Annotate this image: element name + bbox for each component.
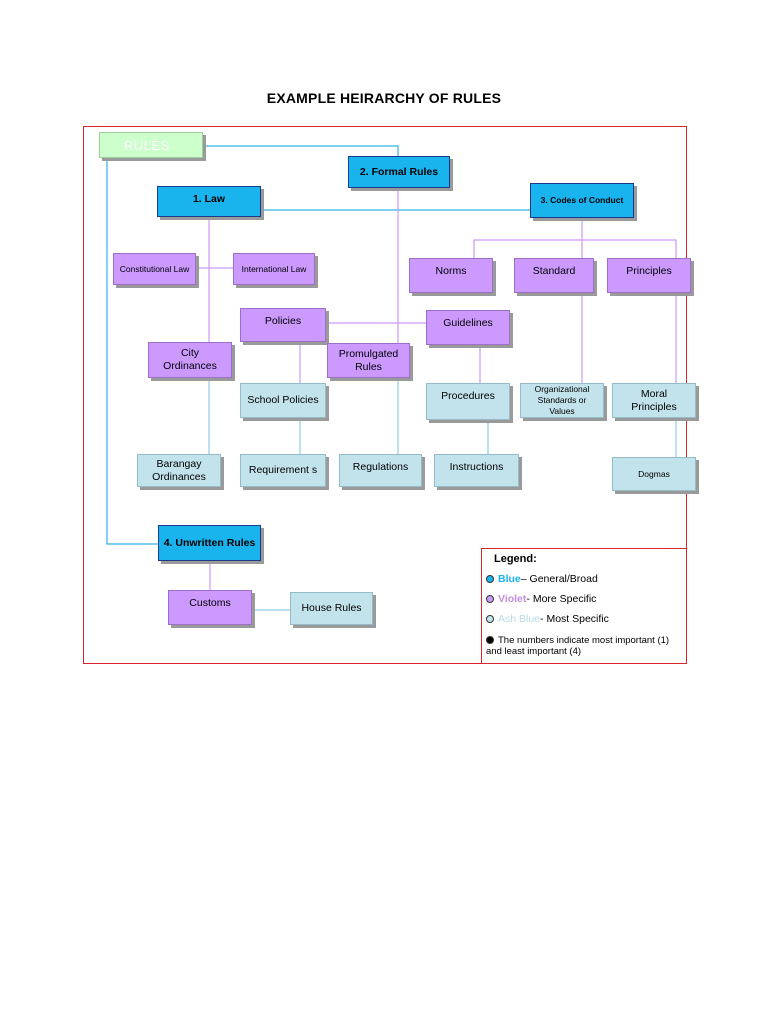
node-customs: Customs	[168, 590, 252, 625]
node-unwritten-rules: 4. Unwritten Rules	[158, 525, 261, 561]
legend-note-text: The numbers indicate most important (1) …	[486, 635, 670, 657]
black-bullet-icon	[486, 636, 494, 644]
violet-bullet-icon	[486, 595, 494, 603]
node-instructions: Instructions	[434, 454, 519, 487]
page-title: EXAMPLE HEIRARCHY OF RULES	[266, 90, 502, 106]
legend-row-blue: Blue – General/Broad	[486, 573, 598, 585]
node-moral-principles: Moral Principles	[612, 383, 696, 418]
node-principles: Principles	[607, 258, 691, 293]
node-house-rules: House Rules	[290, 592, 373, 625]
legend-blue-desc: – General/Broad	[520, 573, 598, 585]
node-barangay-ordinances: Barangay Ordinances	[137, 454, 221, 487]
node-norms: Norms	[409, 258, 493, 293]
node-international-law: International Law	[233, 253, 315, 285]
legend-ash-label: Ash Blue	[498, 613, 541, 625]
legend-note: The numbers indicate most important (1) …	[486, 635, 684, 657]
node-dogmas: Dogmas	[612, 457, 696, 491]
node-standard: Standard	[514, 258, 594, 293]
node-requirements: Requirement s	[240, 454, 326, 487]
node-codes-of-conduct: 3. Codes of Conduct	[530, 183, 634, 218]
ash-bullet-icon	[486, 615, 494, 623]
node-rules: RULES	[99, 132, 203, 158]
legend-violet-label: Violet	[498, 593, 527, 605]
node-procedures: Procedures	[426, 383, 510, 420]
legend-row-ash: Ash Blue - Most Specific	[486, 613, 609, 625]
legend-blue-label: Blue	[498, 573, 521, 585]
node-promulgated-rules: Promulgated Rules	[327, 343, 410, 378]
legend-row-violet: Violet - More Specific	[486, 593, 596, 605]
node-law: 1. Law	[157, 186, 261, 217]
node-regulations: Regulations	[339, 454, 422, 487]
blue-bullet-icon	[486, 575, 494, 583]
legend-ash-desc: - Most Specific	[540, 613, 609, 625]
legend-title: Legend:	[494, 553, 537, 565]
legend-violet-desc: - More Specific	[526, 593, 597, 605]
node-school-policies: School Policies	[240, 383, 326, 418]
node-constitutional-law: Constitutional Law	[113, 253, 196, 285]
node-policies: Policies	[240, 308, 326, 342]
node-guidelines: Guidelines	[426, 310, 510, 345]
node-formal-rules: 2. Formal Rules	[348, 156, 450, 188]
legend-box: Legend: Blue – General/Broad Violet - Mo…	[481, 548, 687, 664]
node-city-ordinances: City Ordinances	[148, 342, 232, 378]
node-organizational-standards: Organizational Standards or Values	[520, 383, 604, 418]
